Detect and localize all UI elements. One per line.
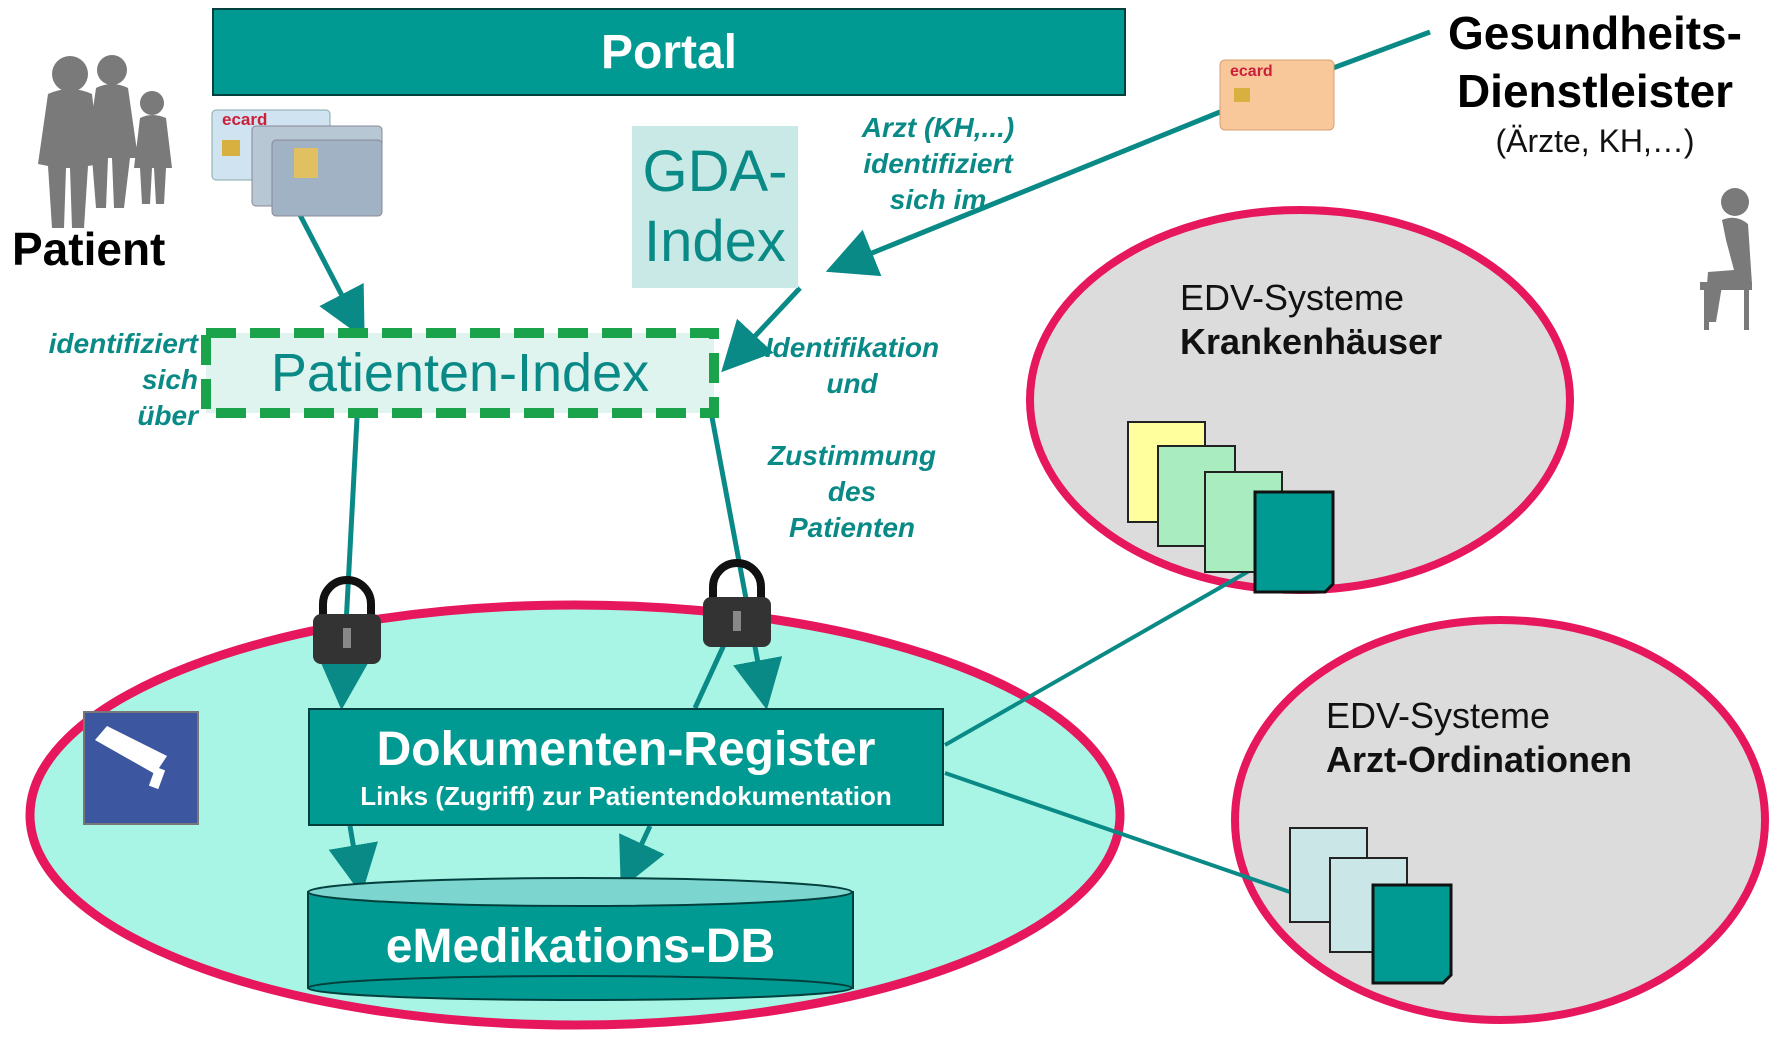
provider-title: Gesundheits- Dienstleister (Ärzte, KH,…): [1410, 4, 1780, 162]
caption-line: Patienten: [788, 512, 916, 543]
portal-box: Portal: [212, 8, 1126, 96]
portal-label: Portal: [600, 25, 738, 79]
patient-label: Patient: [12, 223, 166, 275]
arrow-gda-to-patient-index: [721, 286, 802, 373]
seated-person-icon: [1700, 188, 1752, 330]
gda-index-line2: Index: [644, 209, 786, 274]
doc-register-subtitle: Links (Zugriff) zur Patientendokumentati…: [360, 781, 892, 811]
emed-db-label: eMedikations-DB: [385, 920, 776, 973]
caption-line: sich: [141, 364, 198, 395]
arzt-identifies-caption: Arzt (KH,...) identifiziert sich im: [838, 110, 1038, 218]
provider-subtitle: (Ärzte, KH,…): [1495, 123, 1695, 159]
ecard-logo-text: ecard: [1230, 63, 1273, 80]
caption-line: [752, 402, 952, 438]
arrow-provider-card-to-gda: [825, 109, 1221, 277]
lock-icon: [703, 559, 771, 647]
caption-line: Identifikation: [764, 332, 940, 363]
emed-db-cylinder: [307, 877, 854, 1001]
doc-register-box: Dokumenten-Register Links (Zugriff) zur …: [308, 708, 944, 826]
arrow-register-to-hospitals: [944, 539, 1305, 747]
caption-line: identifiziert: [863, 148, 1013, 179]
caption-line: über: [137, 400, 198, 431]
patient-identifies-caption: identifiziert sich über: [28, 326, 198, 434]
id-card-icon: [251, 125, 383, 217]
hospitals-line1: EDV-Systeme: [1180, 277, 1405, 318]
arrow-ecard-to-patient-index: [297, 213, 365, 339]
identifikation-caption: Identifikation und Zustimmung des Patien…: [752, 330, 952, 546]
patienten-index-label: Patienten-Index: [270, 343, 650, 403]
person-group-icon: [38, 55, 172, 228]
arrow-register-to-db-right: [619, 824, 665, 890]
camera-icon: [83, 711, 199, 825]
practices-ellipse: [1231, 616, 1769, 1024]
caption-line: identifiziert: [48, 328, 198, 359]
caption-line: des: [827, 476, 877, 507]
hospitals-label: EDV-Systeme Krankenhäuser: [1180, 276, 1510, 364]
caption-line: sich im: [889, 184, 987, 215]
gda-index-line1: GDA-: [642, 139, 788, 204]
provider-title-line1: Gesundheits-: [1448, 7, 1742, 59]
document-stack-icon: [1289, 827, 1453, 985]
lock-icon: [313, 576, 381, 664]
arrow-register-to-db-left: [328, 825, 378, 895]
provider-title-line2: Dienstleister: [1456, 65, 1734, 117]
practices-line2: Arzt-Ordinationen: [1326, 739, 1632, 780]
hospitals-line2: Krankenhäuser: [1180, 321, 1443, 362]
document-stack-icon: [1127, 421, 1335, 594]
gda-index-box: GDA- Index: [632, 126, 798, 288]
doc-register-title: Dokumenten-Register: [376, 723, 876, 776]
practices-line1: EDV-Systeme: [1326, 695, 1551, 736]
patienten-index-box: [201, 328, 719, 418]
caption-line: und: [826, 368, 878, 399]
ecard-icon: [1219, 59, 1335, 131]
practices-label: EDV-Systeme Arzt-Ordinationen: [1326, 694, 1746, 782]
caption-line: Zustimmung: [768, 440, 936, 471]
caption-line: Arzt (KH,...): [861, 112, 1015, 143]
ecard-logo-text: ecard: [222, 110, 267, 129]
